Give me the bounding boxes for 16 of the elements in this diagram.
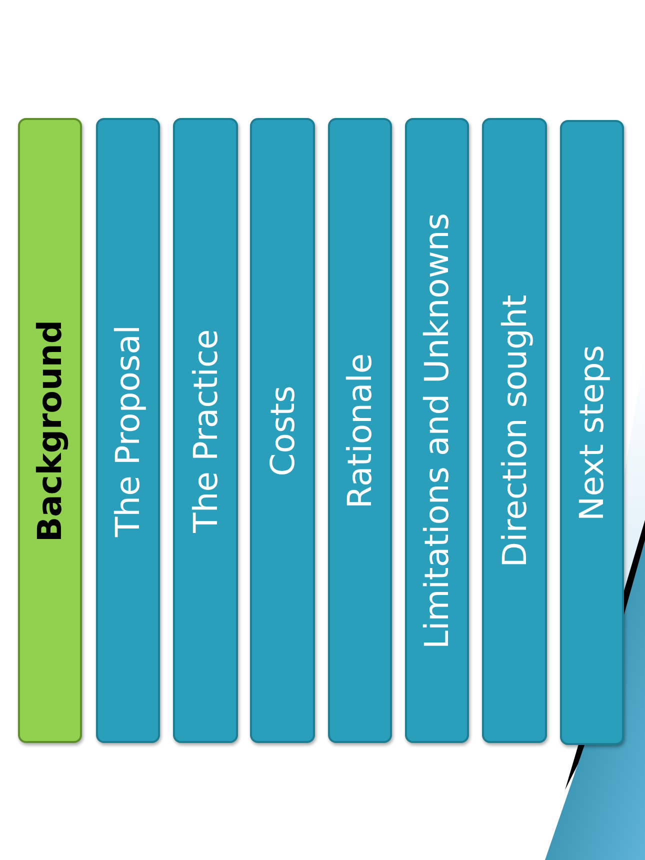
menu-bar [560,120,624,745]
menu-bar [96,118,160,743]
bar-label: Background [32,319,68,542]
bar-label: Rationale [342,352,378,508]
bar-label: Limitations and Unknowns [418,212,456,648]
menu-bar [18,118,82,743]
menu-bar [405,118,469,743]
bar-label: Next steps [574,344,610,520]
bar-label: Direction sought [496,294,533,567]
menu-bar [173,118,238,743]
bar-label: Costs [264,385,301,476]
bar-label: The Practice [187,328,224,532]
bar-label: The Proposal [110,324,146,536]
menu-bar [328,118,392,743]
menu-bar [250,118,315,743]
menu-bar [482,118,547,743]
